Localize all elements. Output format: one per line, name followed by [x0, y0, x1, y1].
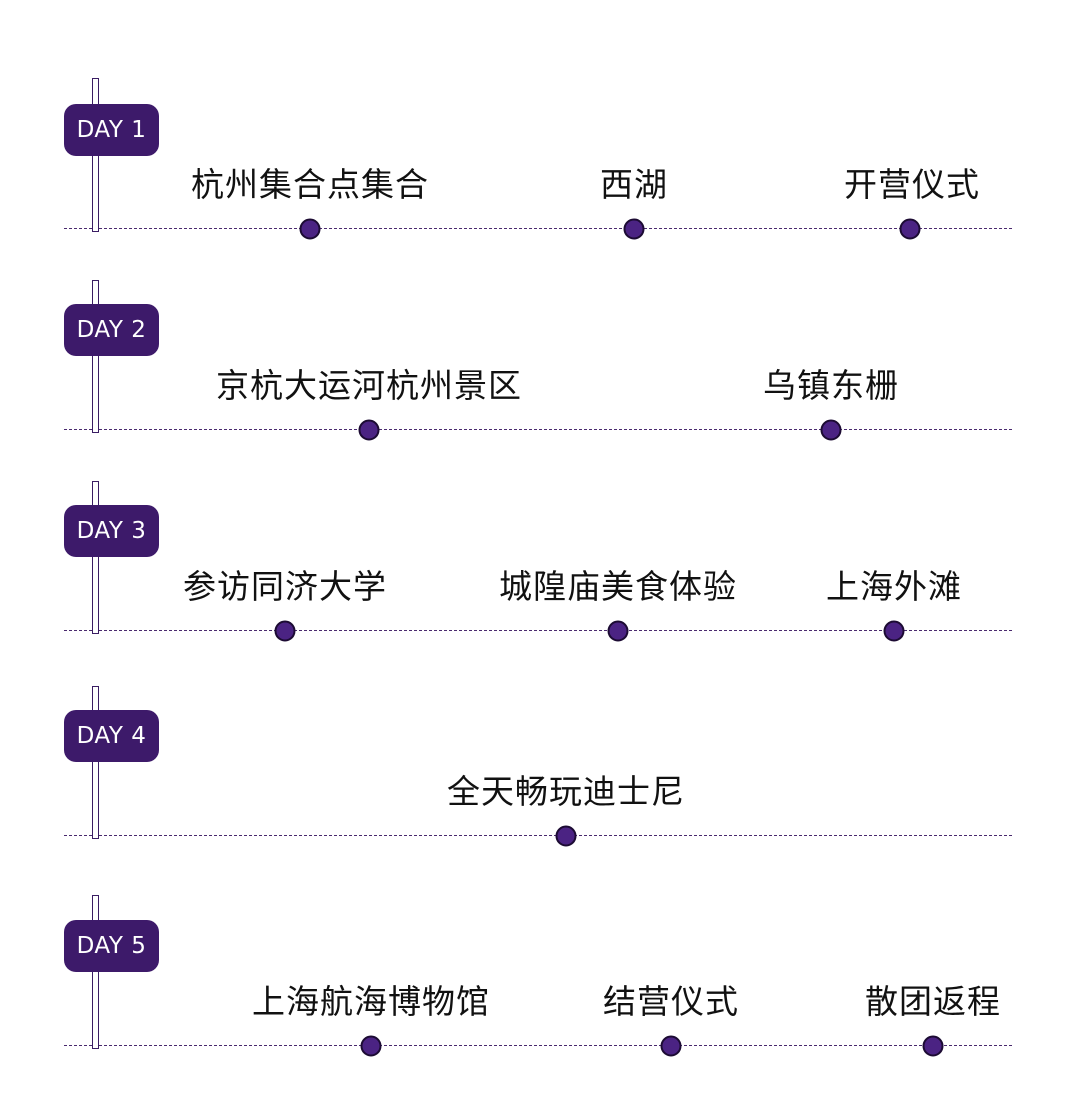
stop-label: 杭州集合点集合 [191, 165, 429, 204]
timeline-line [64, 835, 1012, 836]
timeline-line [64, 228, 1012, 229]
stop-label: 上海航海博物馆 [252, 982, 490, 1021]
stop-label: 西湖 [600, 165, 668, 204]
stop-label: 结营仪式 [603, 982, 739, 1021]
stop-label: 散团返程 [865, 982, 1001, 1021]
stop-dot [358, 419, 380, 441]
stop-label: 开营仪式 [844, 165, 980, 204]
stop-label: 京杭大运河杭州景区 [216, 366, 522, 405]
timeline-line [64, 630, 1012, 631]
stop-label: 上海外滩 [826, 567, 962, 606]
day-badge: DAY 4 [64, 710, 159, 762]
stop-dot [899, 218, 921, 240]
stop-dot [274, 620, 296, 642]
stop-dot [360, 1035, 382, 1057]
stop-dot [607, 620, 629, 642]
flag-pole [92, 895, 99, 1049]
stop-dot [299, 218, 321, 240]
stop-dot [555, 825, 577, 847]
stop-label: 城隍庙美食体验 [499, 567, 737, 606]
stop-dot [820, 419, 842, 441]
stop-label: 乌镇东栅 [763, 366, 899, 405]
stop-dot [922, 1035, 944, 1057]
flag-pole [92, 280, 99, 433]
stop-dot [660, 1035, 682, 1057]
stop-dot [623, 218, 645, 240]
day-badge: DAY 3 [64, 505, 159, 557]
flag-pole [92, 481, 99, 634]
timeline-line [64, 429, 1012, 430]
day-badge: DAY 1 [64, 104, 159, 156]
stop-dot [883, 620, 905, 642]
day-badge: DAY 2 [64, 304, 159, 356]
flag-pole [92, 686, 99, 839]
timeline-line [64, 1045, 1012, 1046]
stop-label: 参访同济大学 [183, 567, 387, 606]
stop-label: 全天畅玩迪士尼 [447, 772, 685, 811]
day-badge: DAY 5 [64, 920, 159, 972]
